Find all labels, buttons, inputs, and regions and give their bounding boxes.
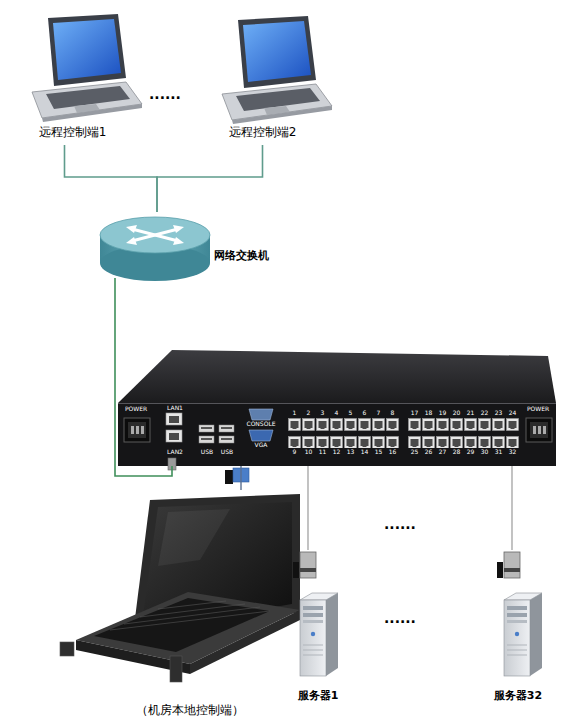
port-number: 4: [329, 410, 345, 417]
port-number: 7: [371, 410, 387, 417]
port-number: 16: [385, 449, 401, 456]
port-number: 24: [505, 410, 521, 417]
port-number: 20: [449, 410, 465, 417]
port-number: 17: [407, 410, 423, 417]
kvm-cable: [307, 466, 308, 550]
ellipsis: ......: [373, 610, 427, 626]
node-label: 服务器32: [476, 690, 560, 703]
remote-laptop: 远程控制端2: [200, 8, 325, 145]
port-label: LAN2: [163, 449, 187, 456]
vga-cable: [240, 466, 241, 490]
port-number: 32: [505, 449, 521, 456]
port-number: 29: [463, 449, 479, 456]
power-label: POWER: [119, 406, 153, 413]
server: 服务器32: [476, 550, 560, 710]
port-number: 13: [343, 449, 359, 456]
port-number: 27: [435, 449, 451, 456]
port-number: 6: [357, 410, 373, 417]
port-number: 9: [287, 449, 303, 456]
port-number: 31: [491, 449, 507, 456]
port-number: 19: [435, 410, 451, 417]
port-number: 28: [449, 449, 465, 456]
node-label: 远程控制端1: [10, 126, 135, 140]
ellipsis: ......: [138, 86, 192, 102]
ellipsis: ......: [373, 516, 427, 532]
port-number: 8: [385, 410, 401, 417]
port-number: 5: [343, 410, 359, 417]
port-number: 1: [287, 410, 303, 417]
port-number: 23: [491, 410, 507, 417]
port-number: 21: [463, 410, 479, 417]
power-label: POWER: [521, 406, 555, 413]
port-number: 12: [329, 449, 345, 456]
network-cable: [157, 145, 263, 212]
local-console: （机房本地控制端）: [70, 490, 310, 722]
node-label: 远程控制端2: [200, 126, 325, 140]
node-label: 服务器1: [280, 690, 356, 703]
server: 服务器1: [280, 550, 356, 710]
port-label: USB: [198, 449, 216, 456]
port-number: 26: [421, 449, 437, 456]
port-number: 22: [477, 410, 493, 417]
network-switch: 网络交换机: [100, 212, 275, 278]
node-label: 网络交换机: [214, 250, 276, 263]
port-number: 18: [421, 410, 437, 417]
network-cable: [115, 278, 172, 476]
port-label: VGA: [249, 442, 273, 449]
port-number: 14: [357, 449, 373, 456]
port-label: USB: [218, 449, 236, 456]
network-cable: [65, 145, 158, 212]
port-number: 10: [301, 449, 317, 456]
remote-laptop: 远程控制端1: [10, 8, 135, 145]
node-label: （机房本地控制端）: [70, 704, 310, 718]
kvm-cable: [511, 466, 512, 550]
port-number: 3: [315, 410, 331, 417]
port-label: LAN1: [163, 405, 187, 412]
port-number: 15: [371, 449, 387, 456]
port-label: CONSOLE: [243, 421, 279, 428]
port-number: 30: [477, 449, 493, 456]
port-number: 11: [315, 449, 331, 456]
port-number: 25: [407, 449, 423, 456]
port-number: 2: [301, 410, 317, 417]
